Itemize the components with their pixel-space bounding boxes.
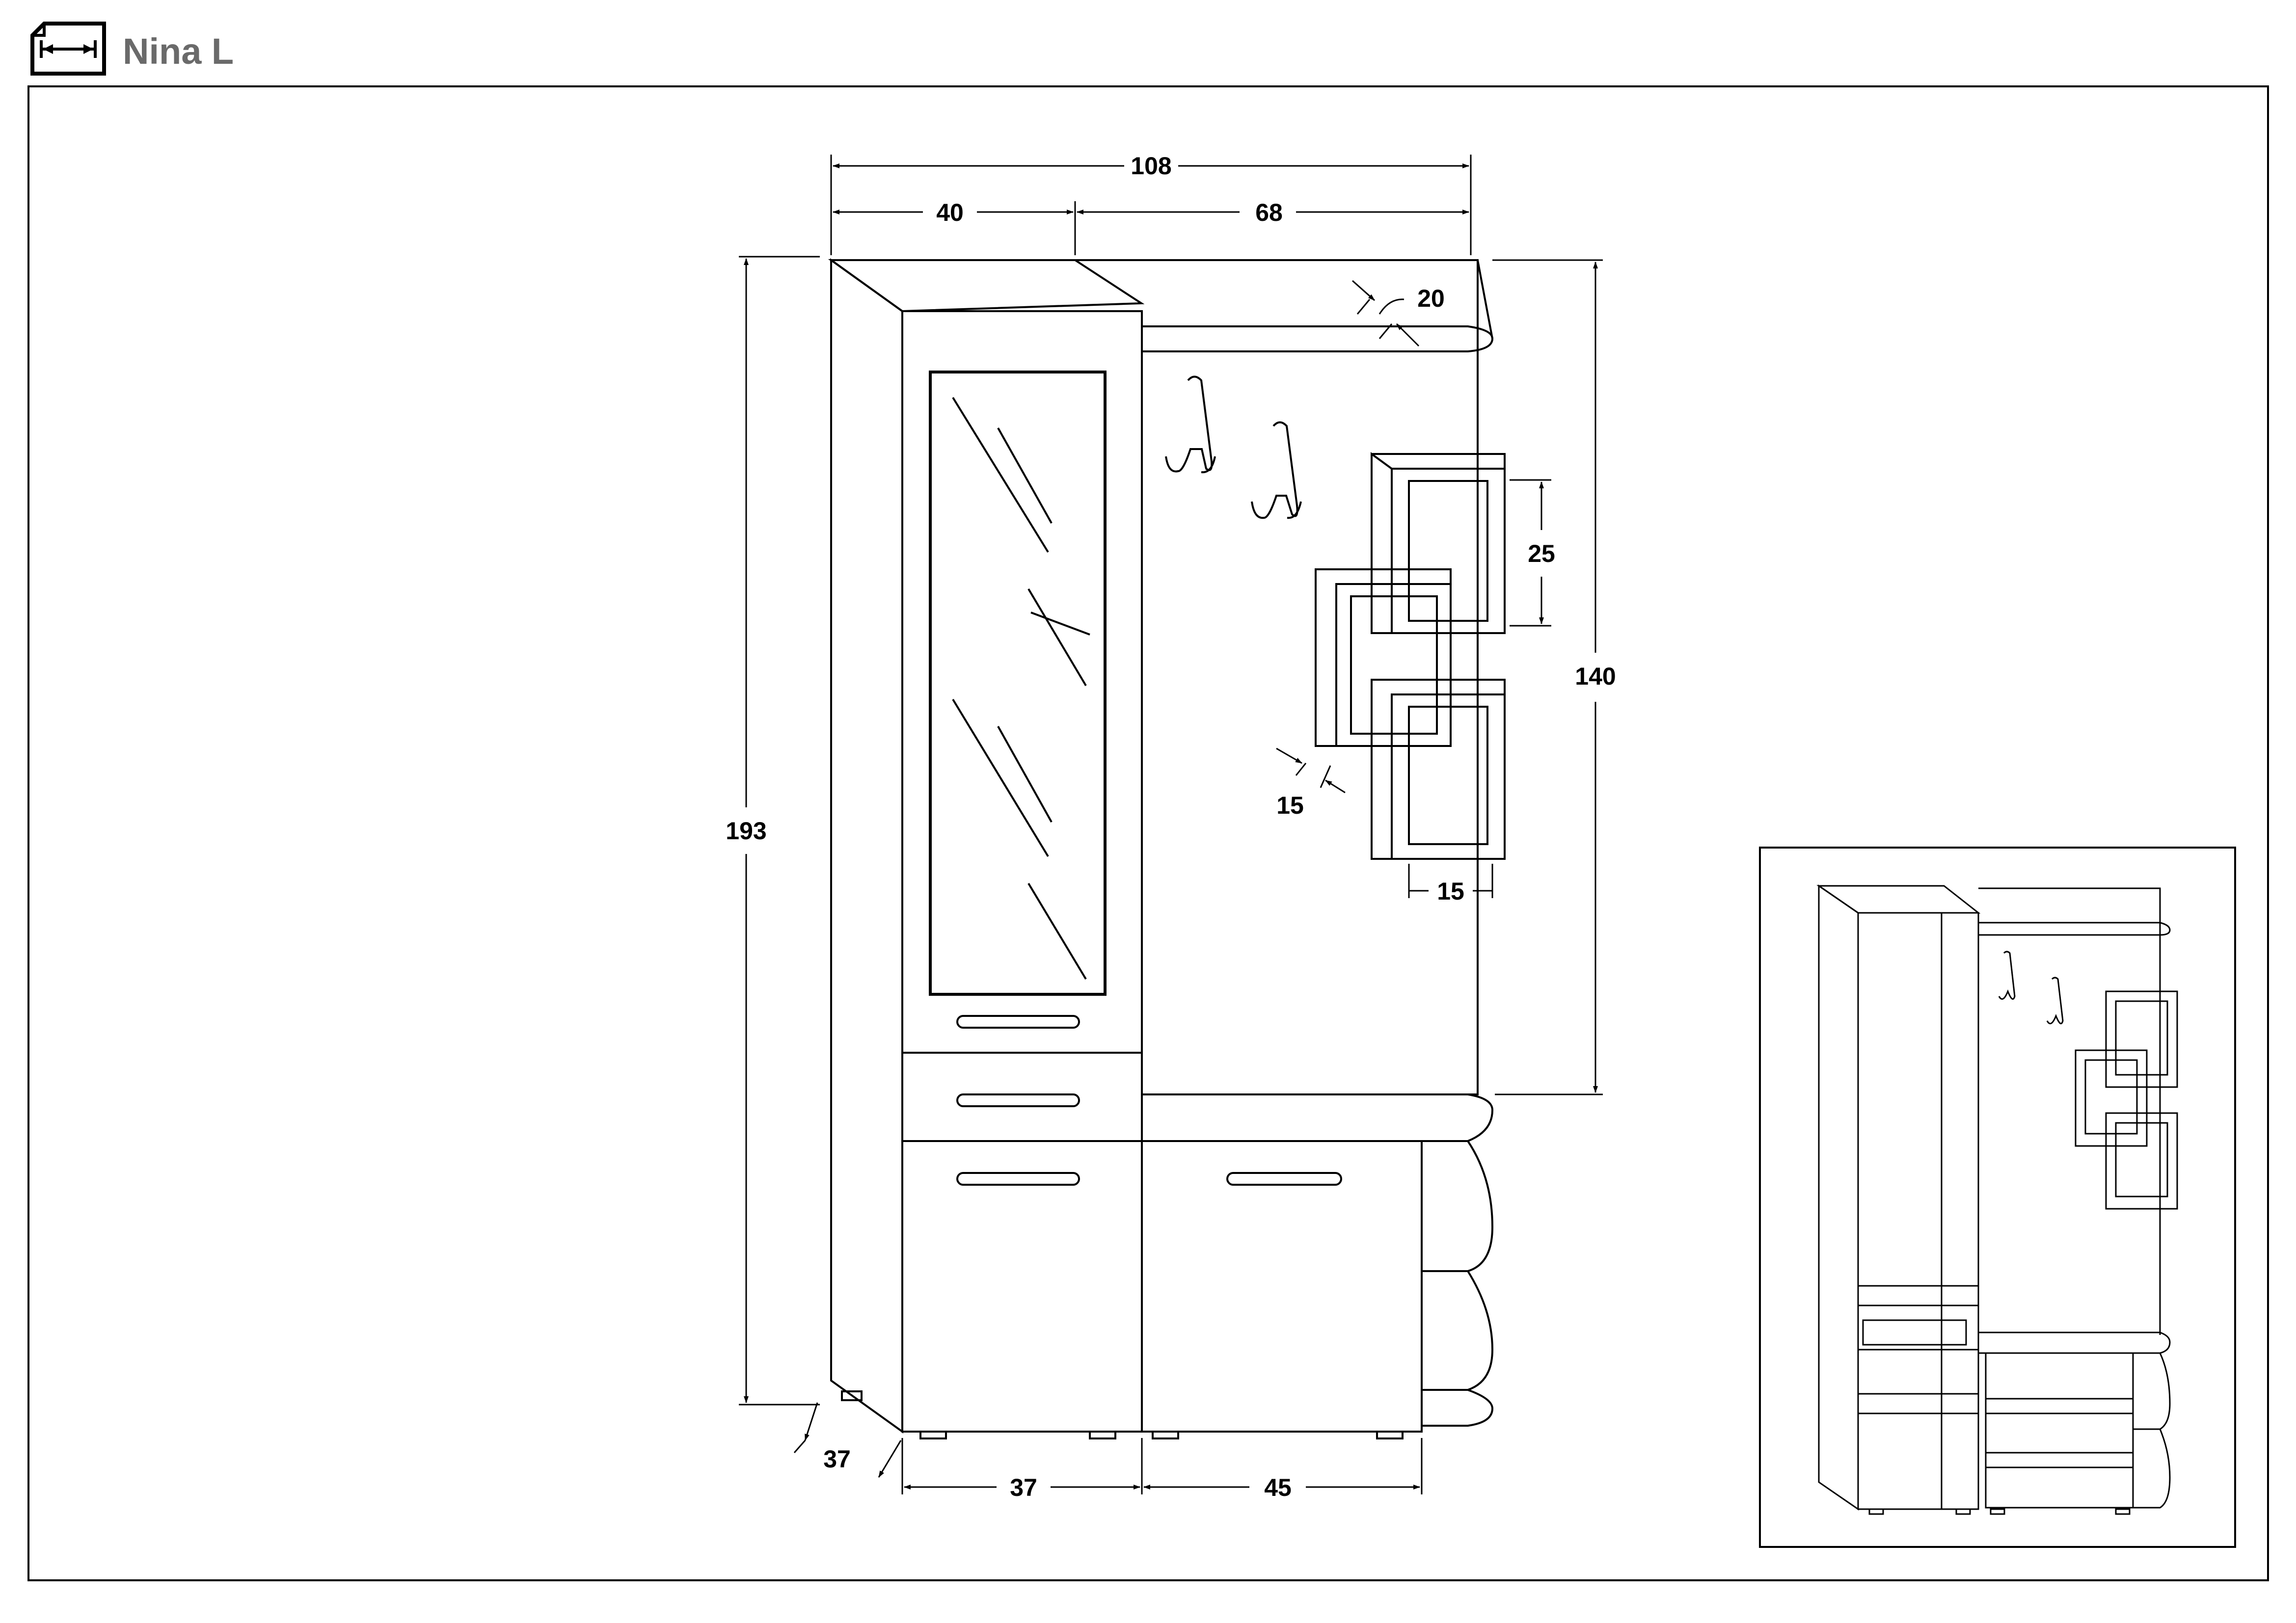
dim-panel-height: 140 — [1575, 663, 1616, 690]
dim-depth: 37 — [823, 1445, 851, 1473]
dim-shelf-height: 25 — [1528, 540, 1555, 567]
dim-right-width: 68 — [1255, 199, 1283, 226]
header: Nina L — [0, 0, 2296, 83]
dim-cap-depth: 20 — [1417, 285, 1445, 312]
dim-shelf-depth: 15 — [1276, 792, 1304, 819]
inset-frame — [1759, 847, 2236, 1548]
dim-total-height: 193 — [726, 817, 766, 845]
inset-open-view — [1759, 847, 2236, 1548]
dim-left-width: 40 — [936, 199, 964, 226]
dimension-lines — [739, 155, 1603, 1494]
dim-shelf-width: 15 — [1437, 878, 1464, 905]
wardrobe-unit — [828, 258, 1506, 1439]
dimension-arrows-icon — [30, 22, 106, 76]
drawing-frame — [27, 85, 2269, 1581]
dim-bottom-right-width: 45 — [1264, 1474, 1292, 1501]
page-title: Nina L — [123, 31, 234, 72]
dim-bottom-left-width: 37 — [1010, 1474, 1037, 1501]
dim-total-width: 108 — [1131, 152, 1171, 180]
